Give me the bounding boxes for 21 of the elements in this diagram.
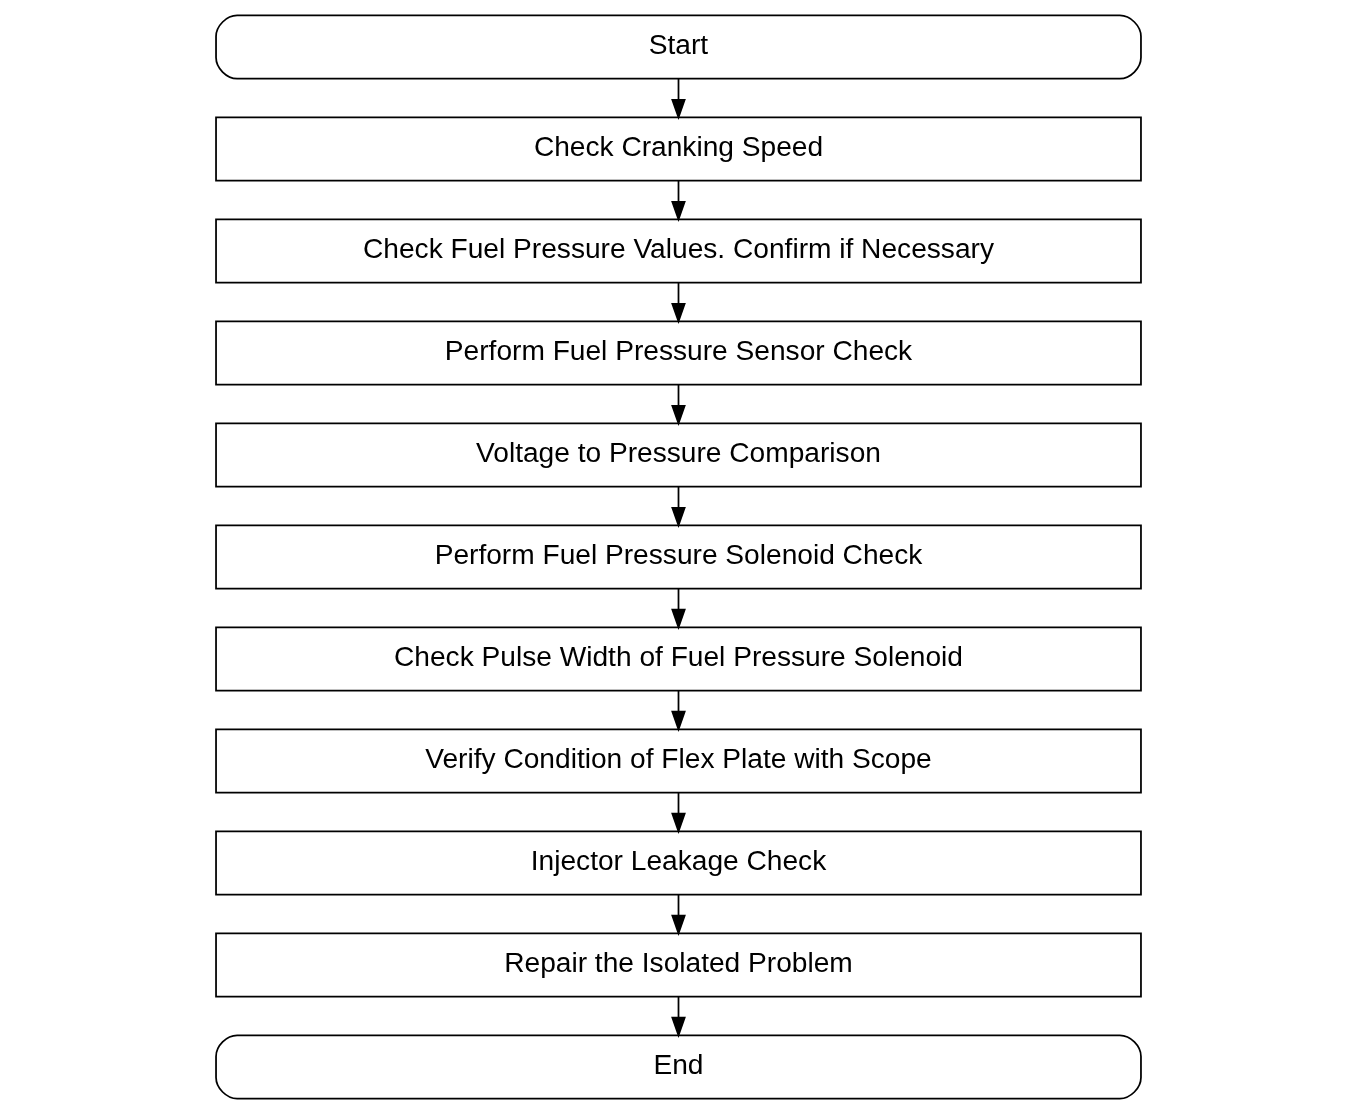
arrow — [671, 587, 686, 630]
node-box: Repair the Isolated Problem — [215, 932, 1142, 998]
node-box: Verify Condition of Flex Plate with Scope — [215, 728, 1142, 794]
arrow — [671, 893, 686, 936]
arrow — [671, 180, 686, 223]
node-box: Start — [215, 14, 1142, 80]
node-box: Check Cranking Speed — [215, 116, 1142, 182]
arrow — [671, 78, 686, 121]
arrow — [671, 791, 686, 834]
node-box: Check Fuel Pressure Values. Confirm if Necessary — [215, 218, 1142, 284]
node-box: Check Pulse Width of Fuel Pressure Solenoid — [215, 626, 1142, 692]
arrow — [671, 486, 686, 528]
node-box: Perform Fuel Pressure Sensor Check — [215, 320, 1142, 386]
node-box: Voltage to Pressure Comparison — [215, 422, 1142, 488]
arrow — [671, 384, 686, 427]
arrow — [671, 995, 686, 1038]
node-box: Perform Fuel Pressure Solenoid Check — [215, 524, 1142, 590]
node-box: Injector Leakage Check — [215, 830, 1142, 896]
arrow — [671, 282, 686, 325]
node-box: End — [215, 1034, 1142, 1100]
arrow — [671, 689, 686, 732]
